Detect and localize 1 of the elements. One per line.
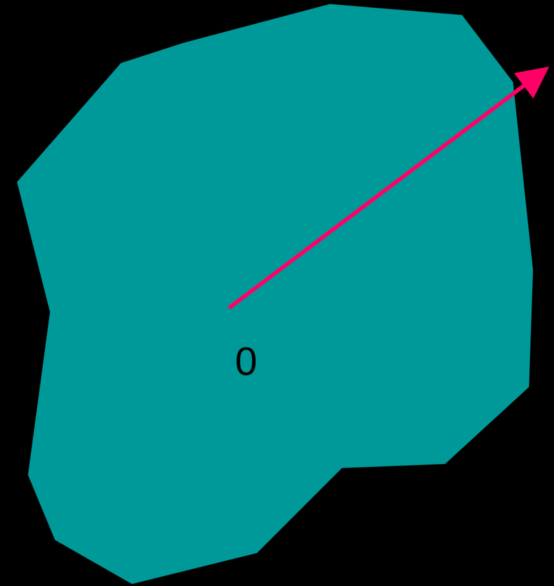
origin-label: 0 bbox=[235, 342, 258, 382]
